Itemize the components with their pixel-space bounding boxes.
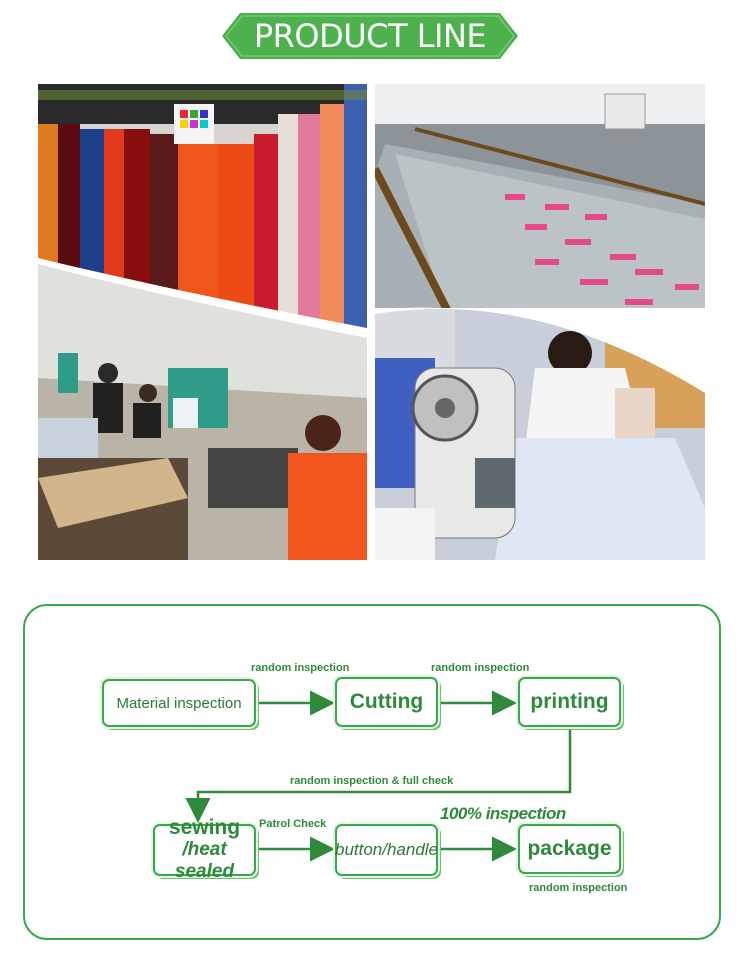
label-random-full-check: random inspection & full check — [290, 775, 454, 787]
label-hundred-percent-inspection: 100% inspection — [440, 804, 566, 823]
step-cutting-label: Cutting — [349, 690, 424, 713]
banner-shape — [222, 13, 518, 59]
photo-heat-sealing-machine — [375, 308, 705, 560]
step-printing: printing — [518, 677, 621, 727]
step-package: package — [518, 824, 621, 874]
step-cutting: Cutting — [335, 677, 438, 727]
photo-pvc-film-rolls — [38, 84, 367, 336]
step-button-handle: button/handle — [335, 824, 438, 876]
label-random-inspection-2: random inspection — [431, 662, 530, 674]
photo-sewing-workshop — [38, 258, 367, 560]
step-sewing-line1: sewing — [168, 816, 241, 839]
label-random-inspection-3: random inspection — [529, 882, 628, 894]
step-material-inspection-label: Material inspection — [116, 694, 242, 712]
step-printing-label: printing — [530, 690, 609, 713]
step-material-inspection: Material inspection — [102, 679, 256, 727]
step-button-handle-label: button/handle — [334, 840, 439, 859]
label-patrol-check: Patrol Check — [259, 818, 327, 830]
step-sewing-heat-sealed: sewing /heat sealed — [153, 817, 256, 882]
process-flow-panel — [23, 604, 721, 940]
product-line-banner: PRODUCT LINE — [222, 13, 518, 59]
label-random-inspection-1: random inspection — [251, 662, 350, 674]
step-package-label: package — [527, 837, 612, 860]
step-sewing-line2: /heat sealed — [174, 839, 235, 882]
banner-title: PRODUCT LINE — [253, 17, 487, 55]
